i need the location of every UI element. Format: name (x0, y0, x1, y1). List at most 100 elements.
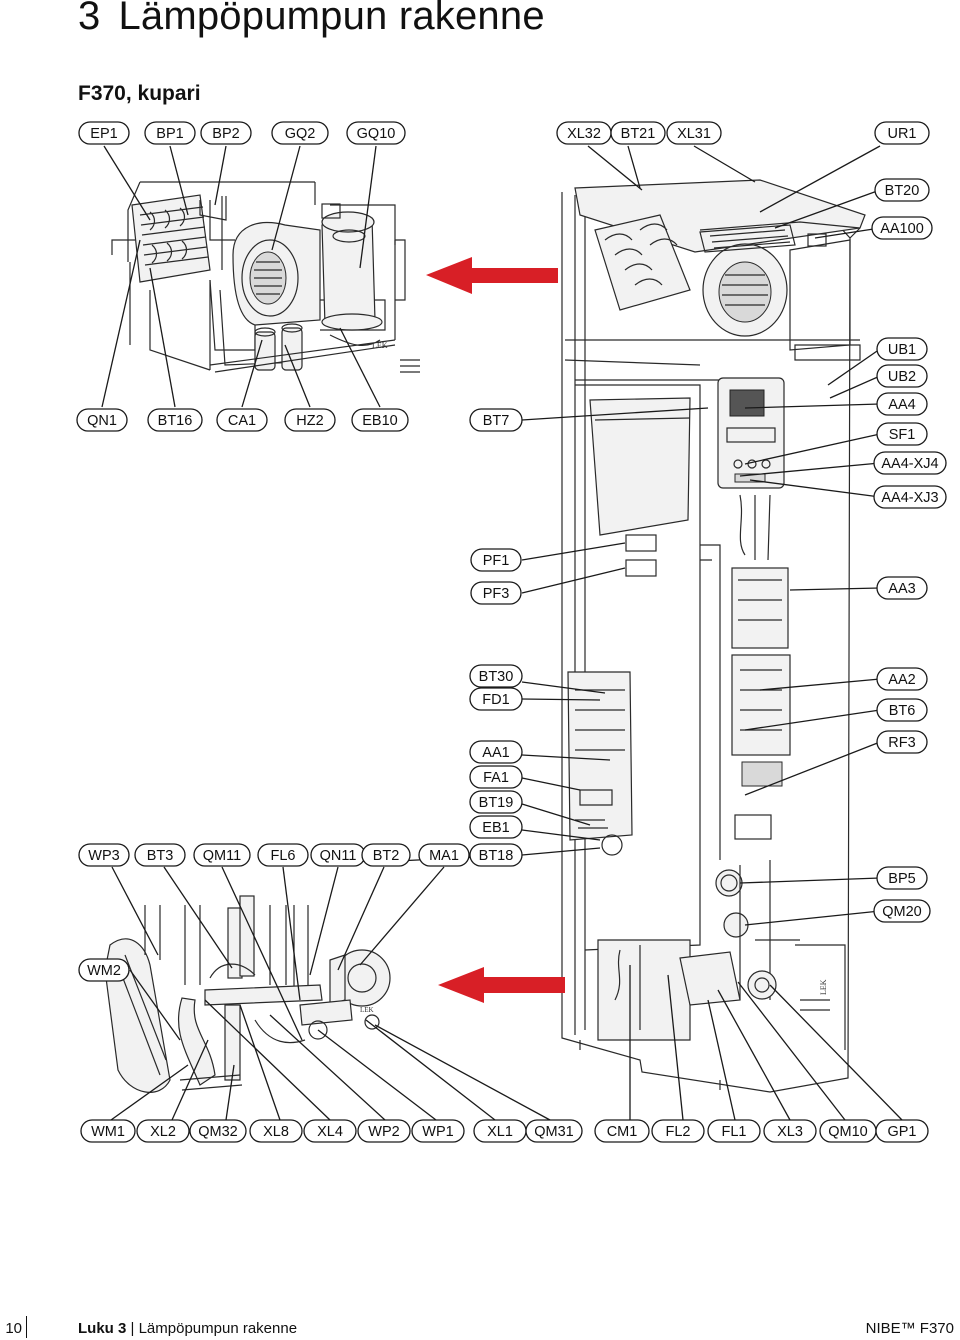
callout-bt6: BT6 (876, 698, 928, 722)
callout-xl1: XL1 (473, 1119, 527, 1143)
callout-box (707, 1119, 761, 1143)
callout-box (357, 1119, 411, 1143)
callout-text: BT7 (483, 413, 510, 429)
callout-bt3: BT3 (134, 843, 186, 867)
callout-text: QM10 (828, 1124, 868, 1140)
callout-ca1: CA1 (216, 408, 268, 432)
callout-box (469, 843, 523, 867)
callout-text: SF1 (889, 427, 916, 443)
callout-box (874, 178, 930, 202)
callout-text: UR1 (887, 126, 916, 142)
callout-box (469, 408, 523, 432)
callout-qm10: QM10 (819, 1119, 877, 1143)
callout-box (147, 408, 203, 432)
callout-ub1: UB1 (876, 337, 928, 361)
callout-box (80, 1119, 136, 1143)
callout-ur1: UR1 (874, 121, 930, 145)
callout-box (873, 485, 947, 509)
callout-fl6: FL6 (257, 843, 309, 867)
callout-aa100: AA100 (871, 216, 933, 240)
callout-text: PF1 (483, 553, 510, 569)
callout-box (871, 216, 933, 240)
callout-bt19: BT19 (469, 790, 523, 814)
callout-gp1: GP1 (875, 1119, 929, 1143)
callout-box (876, 337, 928, 361)
callout-text: QN11 (320, 848, 357, 864)
callout-text: XL32 (567, 126, 601, 142)
callout-box (469, 687, 523, 711)
callout-box (470, 581, 522, 605)
heat-pump-diagram: LEK (76, 121, 947, 1143)
callout-box (876, 866, 928, 890)
callout-box (876, 422, 928, 446)
cabinet-brand: LEK (819, 979, 828, 995)
callout-text: BT6 (889, 703, 916, 719)
callout-box (469, 815, 523, 839)
callout-text: BT20 (885, 183, 920, 199)
callout-xl31: XL31 (666, 121, 722, 145)
callout-box (193, 843, 251, 867)
callout-qm20: QM20 (873, 899, 931, 923)
callout-gq2: GQ2 (271, 121, 329, 145)
callout-box (469, 664, 523, 688)
callout-box (351, 408, 409, 432)
callout-text: WP3 (88, 848, 119, 864)
control-display-illustration (717, 377, 785, 489)
callout-box (876, 576, 928, 600)
callout-box (303, 1119, 357, 1143)
callout-box (594, 1119, 650, 1143)
footer-chapter: Luku 3 | Lämpöpumpun rakenne (78, 1320, 297, 1337)
callout-text: CM1 (607, 1124, 638, 1140)
callout-box (78, 121, 130, 145)
callout-cm1: CM1 (594, 1119, 650, 1143)
callout-text: FL2 (666, 1124, 691, 1140)
callout-text: GP1 (887, 1124, 916, 1140)
callout-box (189, 1119, 247, 1143)
callout-text: MA1 (429, 848, 459, 864)
callout-text: XL1 (487, 1124, 513, 1140)
callout-text: QM32 (198, 1124, 238, 1140)
callout-text: FL6 (271, 848, 296, 864)
callout-box (873, 899, 931, 923)
callout-text: QM31 (534, 1124, 574, 1140)
footer-product: NIBE™ F370 (865, 1320, 954, 1337)
callout-text: XL31 (677, 126, 711, 142)
callout-box (144, 121, 196, 145)
callout-text: WP2 (368, 1124, 399, 1140)
callout-fl2: FL2 (651, 1119, 705, 1143)
callout-text: FA1 (483, 770, 509, 786)
callout-text: AA3 (888, 581, 915, 597)
callout-xl32: XL32 (556, 121, 612, 145)
callout-text: PF3 (483, 586, 510, 602)
chapter-title: Lämpöpumpun rakenne (118, 0, 545, 38)
callout-wm2: WM2 (78, 958, 130, 982)
callout-text: UB1 (888, 342, 916, 358)
callout-bt16: BT16 (147, 408, 203, 432)
footer-separator: | (130, 1320, 135, 1337)
callout-qm31: QM31 (525, 1119, 583, 1143)
callout-xl2: XL2 (136, 1119, 190, 1143)
pump-brand: LEK (360, 1006, 374, 1014)
callout-text: BP2 (212, 126, 239, 142)
callout-qn1: QN1 (76, 408, 128, 432)
footer-divider (26, 1316, 27, 1338)
callout-fa1: FA1 (469, 765, 523, 789)
callout-box (651, 1119, 705, 1143)
callout-text: RF3 (888, 735, 915, 751)
callout-aa4-xj4: AA4-XJ4 (873, 451, 947, 475)
cooling-module-illustration: LEK (111, 181, 420, 373)
callout-text: WM2 (87, 963, 121, 979)
callout-bp1: BP1 (144, 121, 196, 145)
callout-box (666, 121, 722, 145)
callout-fl1: FL1 (707, 1119, 761, 1143)
arrow-pump-module (438, 967, 565, 1003)
callout-box (763, 1119, 817, 1143)
callout-text: XL2 (150, 1124, 176, 1140)
callout-text: QN1 (87, 413, 117, 429)
callout-box (469, 790, 523, 814)
arrow-cooling-module (426, 257, 558, 294)
callout-text: BT2 (373, 848, 400, 864)
callout-box (78, 843, 130, 867)
callout-pf3: PF3 (470, 581, 522, 605)
callout-box (257, 843, 309, 867)
